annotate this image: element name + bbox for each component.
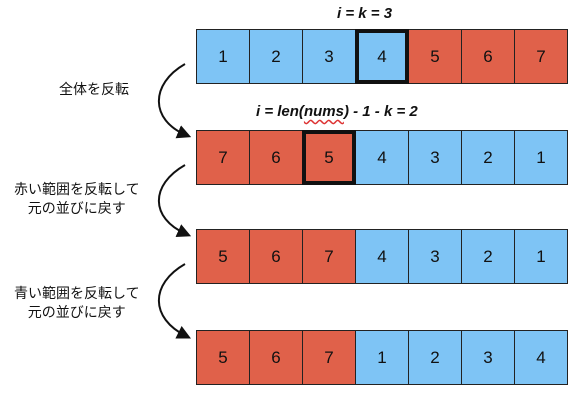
array-cell: 3: [408, 130, 462, 185]
array-cell: 3: [302, 29, 356, 84]
array-cell: 1: [514, 130, 568, 185]
array-cell-highlighted: 4: [355, 29, 409, 84]
array-cell: 2: [461, 130, 515, 185]
mid-index-label-nums: nums: [303, 103, 344, 120]
array-cell: 7: [514, 29, 568, 84]
mid-index-label-pre: i = len(: [256, 103, 304, 120]
step3-text-line1: 青い範囲を反転して: [14, 285, 140, 301]
step2-text-line2: 元の並びに戻す: [27, 200, 126, 216]
mid-index-label: i = len(nums) - 1 - k = 2: [256, 103, 418, 120]
array-cell: 4: [514, 330, 568, 385]
array-cell: 6: [249, 330, 303, 385]
array-cell: 3: [408, 229, 462, 284]
array-cell: 4: [355, 229, 409, 284]
curved-arrow-icon: [158, 63, 192, 139]
array-cell-highlighted: 5: [302, 130, 356, 185]
step3-text-line2: 元の並びに戻す: [27, 304, 126, 320]
mid-index-label-post: ) - 1 - k = 2: [343, 103, 418, 120]
step1-text: 全体を反転: [59, 81, 129, 97]
array-cell: 5: [196, 330, 250, 385]
top-index-label: i = k = 3: [337, 5, 393, 22]
curved-arrow-icon: [158, 164, 192, 237]
array-cell: 6: [249, 229, 303, 284]
array-cell: 2: [249, 29, 303, 84]
step3-text: 青い範囲を反転して 元の並びに戻す: [14, 284, 140, 322]
array-cell: 1: [355, 330, 409, 385]
step2-text-line1: 赤い範囲を反転して: [14, 181, 140, 197]
array-cell: 7: [302, 229, 356, 284]
array-cell: 7: [302, 330, 356, 385]
step2-text: 赤い範囲を反転して 元の並びに戻す: [14, 180, 140, 218]
array-cell: 7: [196, 130, 250, 185]
array-cell: 2: [461, 229, 515, 284]
curved-arrow-icon: [158, 263, 192, 339]
array-cell: 1: [514, 229, 568, 284]
array-cell: 5: [196, 229, 250, 284]
